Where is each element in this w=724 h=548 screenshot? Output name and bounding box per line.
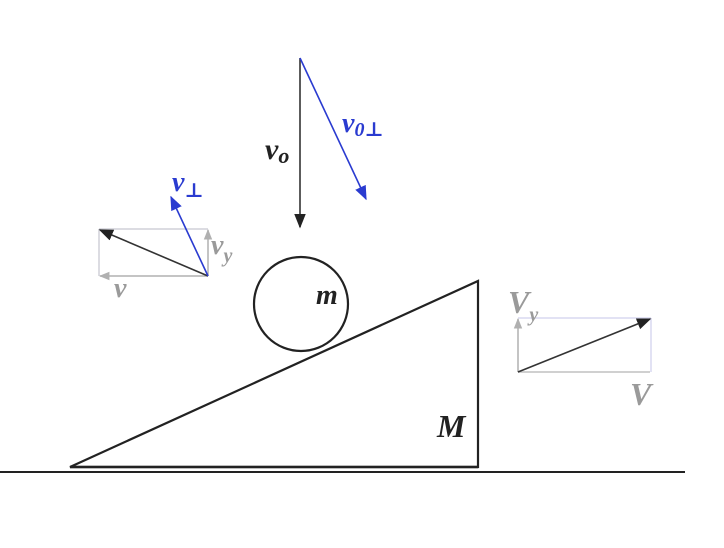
ball	[252, 255, 350, 353]
V-arrow	[517, 318, 652, 373]
label-M: M	[436, 408, 467, 444]
v-perp-arrow	[170, 195, 209, 277]
wedge	[69, 279, 480, 469]
label-v: v	[114, 273, 127, 304]
label-v0-perp: v0⊥	[342, 108, 384, 141]
label-Vy: Vy	[508, 284, 538, 326]
v-arrow	[98, 229, 209, 277]
v0-perp-arrow	[299, 57, 367, 201]
label-vy: vy	[211, 230, 232, 267]
label-v0: vo	[265, 133, 289, 168]
label-m: m	[316, 280, 338, 311]
label-v-perp: v⊥	[172, 167, 204, 202]
label-V: V	[630, 376, 654, 412]
